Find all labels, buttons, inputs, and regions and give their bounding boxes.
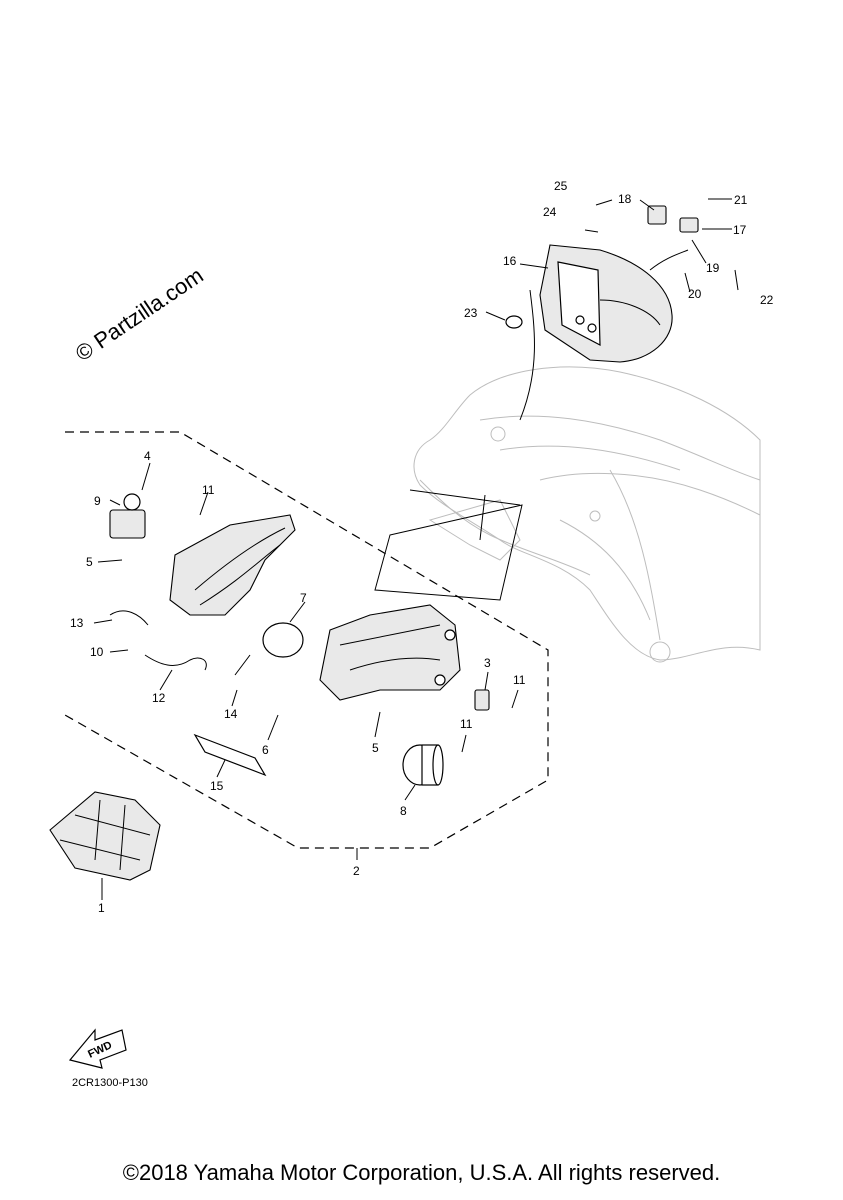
callout-15: 15: [210, 779, 224, 793]
part-18-clip: [647, 205, 667, 225]
callout-4: 4: [144, 449, 151, 463]
part-3-switch: [474, 689, 490, 711]
part-15-plate: [193, 733, 267, 777]
part-16-light-housing: [539, 244, 673, 363]
callout-17: 17: [733, 223, 747, 237]
copyright-notice: ©2018 Yamaha Motor Corporation, U.S.A. A…: [122, 1160, 721, 1185]
callout-11: 11: [460, 717, 473, 731]
diagram-code: 2CR1300-P130: [72, 1077, 148, 1089]
callout-10: 10: [90, 645, 104, 659]
callout-22: 22: [760, 293, 774, 307]
part-7-cap: [262, 622, 304, 658]
part-duct-cover: [169, 514, 296, 616]
assembly-2-outline: [64, 431, 549, 849]
callout-11: 11: [513, 673, 526, 687]
callout-18: 18: [618, 192, 632, 206]
callout-13: 13: [70, 616, 84, 630]
part-14-hose: [234, 654, 251, 676]
callout-5: 5: [372, 741, 379, 755]
part-17-clip: [679, 217, 699, 233]
part-13-hose: [109, 610, 149, 626]
callout-2: 2: [353, 864, 360, 878]
fwd-arrow-icon: FWD: [68, 1028, 127, 1069]
callout-12: 12: [152, 691, 166, 705]
callout-11: 11: [202, 483, 215, 497]
callout-7: 7: [300, 591, 307, 605]
part-23-grommet: [505, 315, 523, 329]
callout-5: 5: [86, 555, 93, 569]
callout-3: 3: [484, 656, 491, 670]
callout-6: 6: [262, 743, 269, 757]
part-2-main-bracket: [319, 604, 461, 701]
part-12-hose: [144, 654, 207, 671]
callout-16: 16: [503, 254, 517, 268]
callout-23: 23: [464, 306, 478, 320]
callout-9: 9: [94, 494, 101, 508]
callout-8: 8: [400, 804, 407, 818]
part-8-canister: [402, 744, 444, 786]
callout-19: 19: [706, 261, 720, 275]
part-1-under-cover: [49, 791, 161, 881]
frame-outline: [413, 366, 761, 663]
callout-1: 1: [98, 901, 105, 915]
part-20-hose: [649, 249, 689, 271]
watermark-text: © Partzilla.com: [71, 263, 208, 367]
callout-25: 25: [554, 179, 568, 193]
callout-14: 14: [224, 707, 238, 721]
callout-21: 21: [734, 193, 748, 207]
callout-labels: 1 2 3 4 5 5 6 7 8 9 10 11 11 11 12 13 14…: [70, 179, 774, 915]
callout-24: 24: [543, 205, 557, 219]
part-9-sensor: [109, 493, 146, 539]
leader-lines: [93, 198, 739, 900]
callout-20: 20: [688, 287, 702, 301]
connector-outline-box: [374, 504, 523, 601]
